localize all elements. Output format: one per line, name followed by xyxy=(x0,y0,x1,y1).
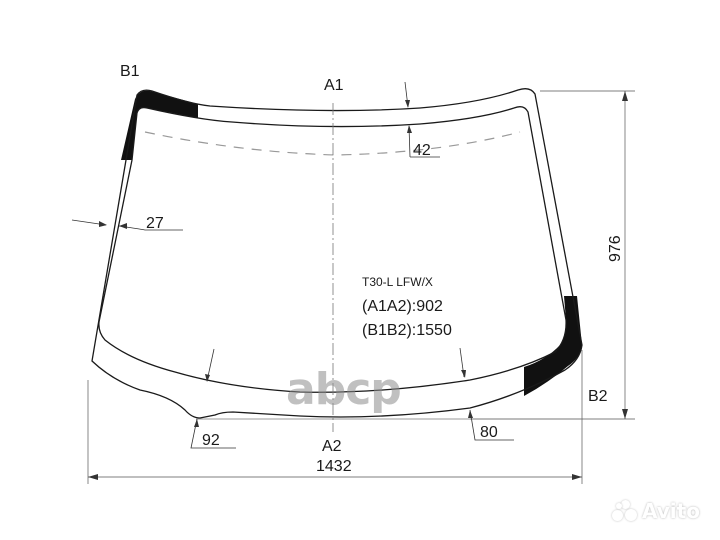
measurement-b1b2: (B1B2):1550 xyxy=(362,322,452,339)
sunstrip-dashed-line xyxy=(144,131,521,156)
label-a2: A2 xyxy=(322,438,342,455)
arrow-icon xyxy=(468,410,473,418)
arrow-icon xyxy=(99,221,107,227)
label-b2: B2 xyxy=(588,388,608,405)
arrow-icon xyxy=(119,223,127,229)
dim-bottom-left: 92 xyxy=(202,432,220,449)
leader-92 xyxy=(190,418,236,449)
label-a1: A1 xyxy=(324,77,344,94)
arrow-right-icon xyxy=(572,474,582,480)
dim-bottom-right: 80 xyxy=(480,424,498,441)
measurement-a1a2: (A1A2):902 xyxy=(362,298,443,315)
part-code: T30-L LFW/X xyxy=(362,275,433,289)
abcp-watermark: abcp xyxy=(286,364,402,415)
bottom-right-black-band xyxy=(524,296,582,396)
avito-watermark: Avito xyxy=(612,496,712,526)
windshield-outer-edge xyxy=(91,88,583,419)
arrow-icon xyxy=(194,419,199,427)
windshield-inner-edge xyxy=(98,106,567,393)
arrow-icon xyxy=(461,370,466,378)
arrow-icon xyxy=(205,374,210,382)
arrow-up-icon xyxy=(622,91,628,101)
dim-side-band: 27 xyxy=(146,215,164,232)
avito-logo-icon xyxy=(612,500,638,522)
label-b1: B1 xyxy=(120,63,140,80)
arrow-left-icon xyxy=(88,474,98,480)
arrow-icon xyxy=(405,100,410,108)
arrow-icon xyxy=(407,125,412,133)
arrow-down-icon xyxy=(622,409,628,419)
dim-top-band: 42 xyxy=(413,142,431,159)
leader-80 xyxy=(469,409,514,441)
dim-width: 1432 xyxy=(316,458,352,475)
avito-text: Avito xyxy=(642,499,700,523)
dim-height: 976 xyxy=(607,235,624,262)
